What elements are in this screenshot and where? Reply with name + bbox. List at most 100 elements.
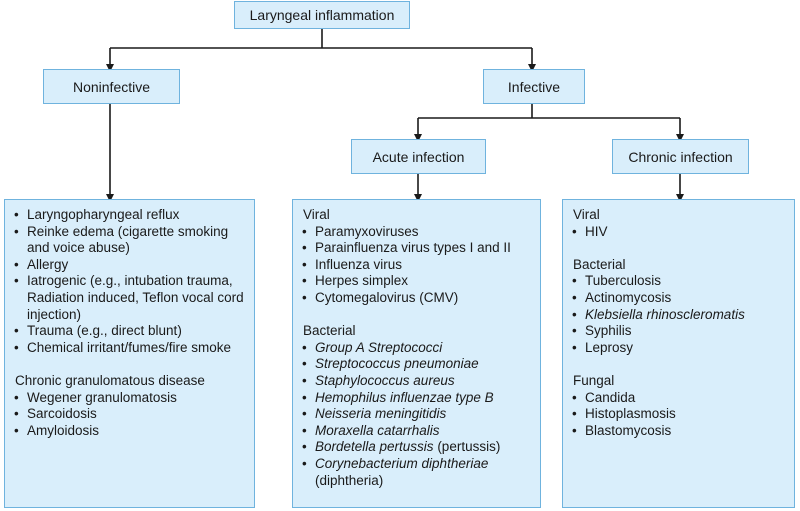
list-item: Corynebacterium diphtheriae (diphtheria) (299, 456, 534, 489)
list-item: Herpes simplex (299, 273, 534, 290)
list-item: Cytomegalovirus (CMV) (299, 290, 534, 307)
bullet-list: Wegener granulomatosisSarcoidosisAmyloid… (11, 390, 248, 440)
list-item: Moraxella catarrhalis (299, 423, 534, 440)
list-item-text: Blastomycosis (585, 422, 672, 438)
list-item: Tuberculosis (569, 273, 788, 290)
list-group: Chronic granulomatous diseaseWegener gra… (11, 373, 248, 439)
group-heading: Bacterial (303, 323, 356, 339)
list-item-text: Candida (585, 389, 636, 405)
list-item: Streptococcus pneumoniae (299, 356, 534, 373)
list-item-text: Leprosy (585, 339, 634, 355)
chronic-infection-node: Chronic infection (612, 139, 749, 174)
list-item-text: Hemophilus influenzae type B (315, 389, 494, 405)
bullet-list: HIV (569, 224, 788, 241)
list-item-text: HIV (585, 223, 608, 239)
list-item-text: Moraxella catarrhalis (315, 422, 440, 438)
list-item: Influenza virus (299, 257, 534, 274)
list-group: BacterialTuberculosisActinomycosisKlebsi… (569, 257, 788, 357)
acute-infection-panel: ViralParamyxovirusesParainfluenza virus … (292, 199, 541, 508)
list-item-text: Chemical irritant/fumes/fire smoke (27, 339, 232, 355)
list-item-text: Bordetella pertussis (315, 439, 434, 455)
list-group: BacterialGroup A StreptococciStreptococc… (299, 323, 534, 489)
noninfective-panel: Laryngopharyngeal refluxReinke edema (ci… (4, 199, 255, 508)
list-item-text: Laryngopharyngeal reflux (27, 207, 180, 222)
root-connector (110, 28, 532, 49)
list-item: Bordetella pertussis (pertussis) (299, 439, 534, 456)
list-item: Allergy (11, 257, 248, 274)
list-item-text: Cytomegalovirus (CMV) (315, 289, 459, 305)
list-item-text: Influenza virus (315, 256, 403, 272)
bullet-list: Group A StreptococciStreptococcus pneumo… (299, 340, 534, 489)
list-item-text: Staphylococcus aureus (315, 372, 455, 388)
list-item-text: Wegener granulomatosis (27, 389, 177, 405)
acute-infection-label: Acute infection (372, 148, 465, 165)
list-item: Leprosy (569, 340, 788, 357)
list-item: Parainfluenza virus types I and II (299, 240, 534, 257)
noninfective-label: Noninfective (72, 78, 151, 95)
list-item-text: Corynebacterium diphtheriae (315, 455, 489, 471)
list-item-text: Klebsiella rhinoscleromatis (585, 306, 745, 322)
list-item: Neisseria meningitidis (299, 406, 534, 423)
group-heading: Viral (303, 207, 330, 222)
list-item: Wegener granulomatosis (11, 390, 248, 407)
list-item-text: Trauma (e.g., direct blunt) (27, 323, 182, 339)
group-heading: Chronic granulomatous disease (15, 372, 205, 388)
bullet-list: ParamyxovirusesParainfluenza virus types… (299, 224, 534, 307)
list-item: Hemophilus influenzae type B (299, 390, 534, 407)
group-heading: Bacterial (573, 256, 626, 272)
list-item: Chemical irritant/fumes/fire smoke (11, 340, 248, 357)
list-item: Sarcoidosis (11, 406, 248, 423)
list-item: Syphilis (569, 323, 788, 340)
list-item: Staphylococcus aureus (299, 373, 534, 390)
list-item: Klebsiella rhinoscleromatis (569, 307, 788, 324)
list-item-text: Amyloidosis (27, 422, 100, 438)
list-item: Candida (569, 390, 788, 407)
list-item-text: Sarcoidosis (27, 406, 97, 422)
chronic-infection-label: Chronic infection (628, 148, 733, 165)
list-item-text: Herpes simplex (315, 273, 409, 289)
list-item-text: Streptococcus pneumoniae (315, 356, 479, 372)
list-item: Actinomycosis (569, 290, 788, 307)
list-item-text: Actinomycosis (585, 289, 672, 305)
list-item-text: Parainfluenza virus types I and II (315, 240, 511, 256)
list-item-text: Group A Streptococci (315, 339, 443, 355)
bullet-list: Laryngopharyngeal refluxReinke edema (ci… (11, 207, 248, 356)
list-item-text: Tuberculosis (585, 273, 662, 289)
list-item: Iatrogenic (e.g., intubation trauma, Rad… (11, 273, 248, 323)
group-heading: Fungal (573, 372, 615, 388)
infective-label: Infective (507, 78, 561, 95)
list-group: ViralHIV (569, 207, 788, 240)
group-heading: Viral (573, 207, 600, 222)
noninfective-node: Noninfective (43, 69, 180, 104)
list-item-text: Syphilis (585, 323, 632, 339)
list-item: Histoplasmosis (569, 406, 788, 423)
list-item: Reinke edema (cigarette smoking and voic… (11, 224, 248, 257)
list-item-suffix: (diphtheria) (315, 472, 384, 488)
bullet-list: CandidaHistoplasmosisBlastomycosis (569, 390, 788, 440)
infective-node: Infective (483, 69, 585, 104)
list-item: Blastomycosis (569, 423, 788, 440)
list-item: Paramyxoviruses (299, 224, 534, 241)
list-item-text: Reinke edema (cigarette smoking and voic… (27, 223, 229, 256)
list-item: Trauma (e.g., direct blunt) (11, 323, 248, 340)
bullet-list: TuberculosisActinomycosisKlebsiella rhin… (569, 273, 788, 356)
list-item-text: Allergy (27, 256, 69, 272)
root-node: Laryngeal inflammation (234, 1, 410, 29)
list-item: HIV (569, 224, 788, 241)
list-group: Laryngopharyngeal refluxReinke edema (ci… (11, 207, 248, 356)
list-group: FungalCandidaHistoplasmosisBlastomycosis (569, 373, 788, 439)
list-item: Amyloidosis (11, 423, 248, 440)
infective-connector (418, 104, 680, 119)
list-item: Laryngopharyngeal reflux (11, 207, 248, 224)
list-item-text: Iatrogenic (e.g., intubation trauma, Rad… (27, 273, 244, 322)
acute-infection-node: Acute infection (351, 139, 486, 174)
list-item: Group A Streptococci (299, 340, 534, 357)
list-group: ViralParamyxovirusesParainfluenza virus … (299, 207, 534, 307)
list-item-text: Paramyxoviruses (315, 223, 419, 239)
list-item-text: Histoplasmosis (585, 406, 676, 422)
root-label: Laryngeal inflammation (249, 7, 395, 23)
list-item-text: Neisseria meningitidis (315, 406, 447, 422)
list-item-suffix: (pertussis) (433, 439, 501, 455)
chronic-infection-panel: ViralHIV BacterialTuberculosisActinomycos… (562, 199, 795, 508)
